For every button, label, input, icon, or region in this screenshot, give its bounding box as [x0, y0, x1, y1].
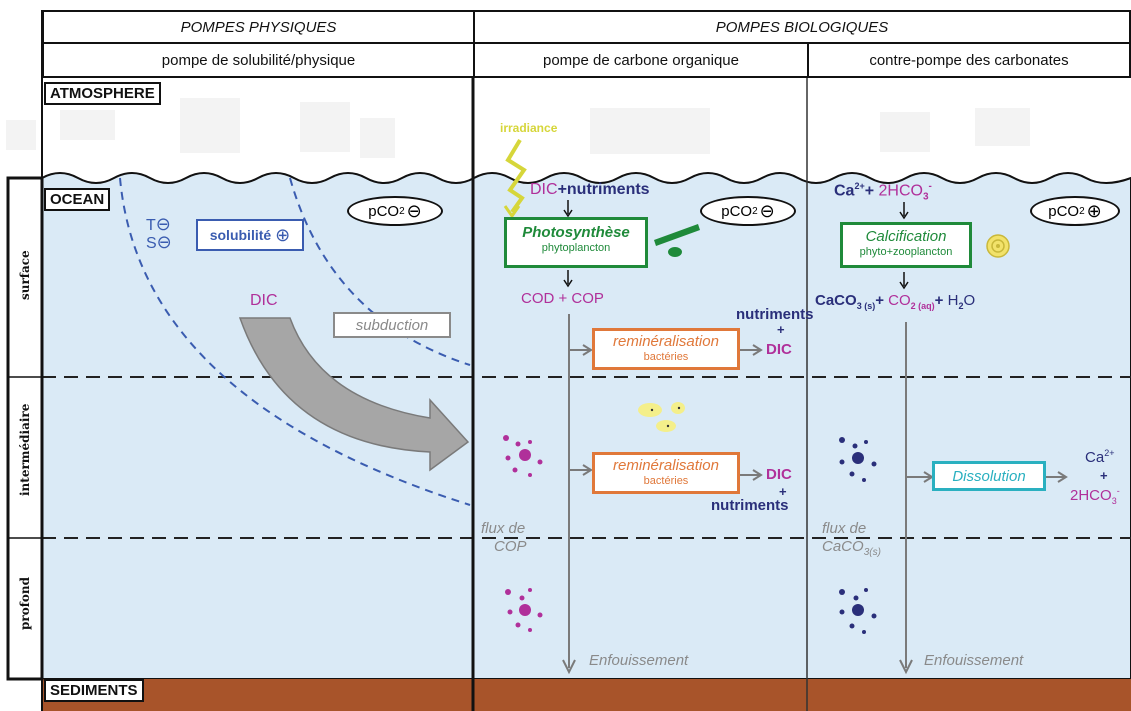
caco3-particles-deep [839, 588, 877, 634]
ocean-label: OCEAN [44, 188, 111, 211]
bicarbonate-out-label: 2HCO3- [1070, 486, 1120, 506]
salinity-label: S⊖ [146, 232, 172, 252]
header-physical-pumps: POMPES PHYSIQUES [42, 10, 475, 44]
temperature-label: T⊖ [146, 214, 171, 234]
dic-physical-label: DIC [250, 292, 278, 309]
phytoplankton-label: phytoplancton [541, 242, 611, 254]
phytoplankton-cell-icon [668, 247, 682, 257]
dissolution-label: Dissolution [952, 467, 1026, 485]
phytoplankton-diatom-icon [654, 224, 700, 246]
calcification-label: Calcification [865, 228, 947, 245]
depth-label-deep: profond [18, 577, 32, 630]
bacteria-label: bactéries [643, 475, 689, 487]
nutrients-top-label: nutriments [736, 306, 814, 323]
cod-cop-label: COD + COP [521, 290, 604, 307]
subduction-arrow [238, 317, 470, 472]
cop-flux-label-line2: COP [494, 538, 527, 555]
remineralisation-label: reminéralisation [613, 457, 719, 474]
photosynthesis-label: Photosynthèse [522, 224, 630, 241]
remineralisation-label: reminéralisation [613, 333, 719, 350]
subduction-box: subduction [333, 312, 451, 338]
subduction-label: subduction [355, 316, 429, 334]
remineralisation-box-lower: reminéralisation bactéries [592, 452, 740, 494]
sediment-layer [42, 679, 1131, 711]
nutrients-mid-label: nutriments [711, 497, 789, 514]
ocean-water [41, 172, 1131, 680]
minus-circle-icon: ⊖ [155, 214, 171, 234]
minus-circle-icon: ⊖ [759, 200, 775, 221]
dic-nutrients-label: DIC+nutriments [530, 181, 650, 198]
remineralisation-box-upper: reminéralisation bactéries [592, 328, 740, 370]
cop-particles-mid [503, 435, 543, 477]
calcification-products-label: CaCO3 (s)+ CO2 (aq)+ H2O [815, 292, 976, 311]
caco3-flux-label-line2: CaCO3(s) [822, 538, 881, 558]
calcium-out-label: Ca2+ [1085, 448, 1115, 466]
irradiance-zigzag [505, 138, 527, 214]
plankton-label: phyto+zooplancton [859, 246, 953, 258]
subduction-curve-outer [119, 177, 471, 506]
cop-particles-deep [505, 588, 543, 632]
irradiance-label: irradiance [500, 121, 558, 135]
depth-label-intermediate: intermédiaire [18, 403, 32, 496]
dic-mid-label: DIC [766, 466, 792, 483]
sediments-label: SEDIMENTS [44, 679, 144, 702]
plus-out-label: + [1100, 468, 1108, 483]
plus-mid-label: + [779, 484, 787, 499]
atmosphere-label: ATMOSPHERE [44, 82, 161, 105]
caco3-flux-label-line1: flux de [822, 520, 867, 537]
photosynthesis-box: Photosynthèse phytoplancton [504, 217, 648, 268]
dissolution-box: Dissolution [932, 461, 1046, 491]
solubility-box: solubilité ⊕ [196, 219, 304, 251]
solubility-label: solubilité [209, 227, 272, 243]
dic-top-label: DIC [766, 341, 792, 358]
plus-top-label: + [777, 322, 785, 337]
cop-flux-label-line1: flux de [481, 520, 526, 537]
burial-carbonate-label: Enfouissement [924, 652, 1024, 669]
calcification-box: Calcification phyto+zooplancton [840, 222, 972, 268]
header-organic-pump: pompe de carbone organique [473, 42, 809, 78]
minus-circle-icon: ⊖ [406, 200, 422, 221]
caco3-particles-mid [839, 437, 877, 482]
depth-label-surface: surface [18, 250, 32, 300]
header-biological-pumps: POMPES BIOLOGIQUES [473, 10, 1131, 44]
calcium-bicarbonate-label: Ca2++ 2HCO3- [834, 181, 932, 203]
bacteria-label: bactéries [643, 351, 689, 363]
plus-circle-icon: ⊕ [275, 224, 291, 245]
burial-organic-label: Enfouissement [589, 652, 689, 669]
depth-bracket [6, 176, 44, 681]
header-carbonate-pump: contre-pompe des carbonates [807, 42, 1131, 78]
minus-circle-icon: ⊖ [156, 232, 172, 252]
foraminifera-shell-icon [986, 234, 1010, 258]
atmosphere-clouds [6, 98, 1030, 158]
bacteria-icon [638, 402, 685, 432]
plus-circle-icon: ⊕ [1086, 200, 1102, 221]
header-solubility-pump: pompe de solubilité/physique [42, 42, 475, 78]
